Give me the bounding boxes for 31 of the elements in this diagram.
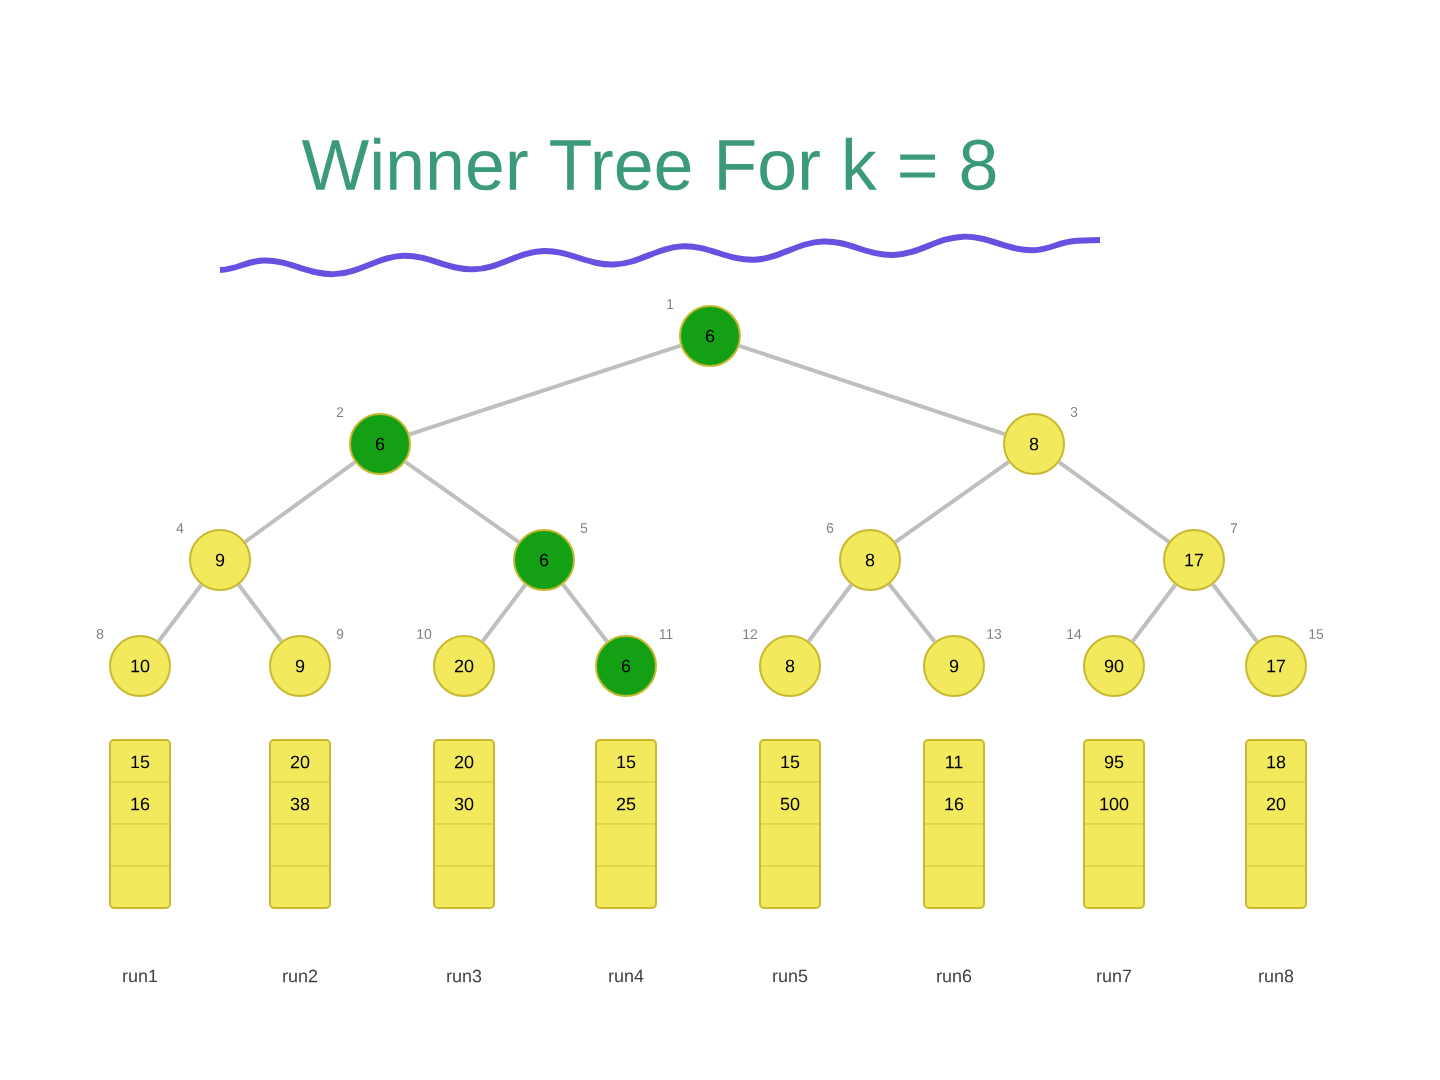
- run-buffer: 20 30: [433, 739, 495, 909]
- run-buffer: 95 100: [1083, 739, 1145, 909]
- run-label: run2: [283, 969, 318, 983]
- tree-edge: [157, 583, 203, 643]
- tree-edge: [1057, 460, 1171, 544]
- run-label: run7: [1097, 969, 1132, 983]
- run-label: run4: [609, 969, 644, 983]
- tree-edge: [807, 583, 853, 643]
- tree-edge: [237, 583, 283, 643]
- title: Winner Tree For k = 8: [301, 137, 996, 191]
- run-buffer: 20 38: [269, 739, 331, 909]
- tree-edge: [561, 583, 609, 643]
- tree-edge: [887, 583, 937, 643]
- tree-edge: [408, 343, 682, 437]
- tree-edge: [894, 460, 1010, 544]
- tree-edge: [1131, 583, 1177, 643]
- run-buffer: 15 50: [759, 739, 821, 909]
- tree-edge: [738, 343, 1006, 437]
- run-label: run3: [447, 969, 482, 983]
- run-label: run1: [123, 969, 158, 983]
- run-label: run5: [773, 969, 808, 983]
- tree-edge: [404, 460, 520, 544]
- run-buffer: 11 16: [923, 739, 985, 909]
- run-buffer: 15 25: [595, 739, 657, 909]
- run-label: run6: [937, 969, 972, 983]
- tree-edge: [1211, 583, 1259, 643]
- run-buffer: 15 16: [109, 739, 171, 909]
- tree-edge: [481, 583, 527, 643]
- tree-edge: [243, 460, 357, 544]
- run-label: run8: [1259, 969, 1294, 983]
- run-buffer: 18 20: [1245, 739, 1307, 909]
